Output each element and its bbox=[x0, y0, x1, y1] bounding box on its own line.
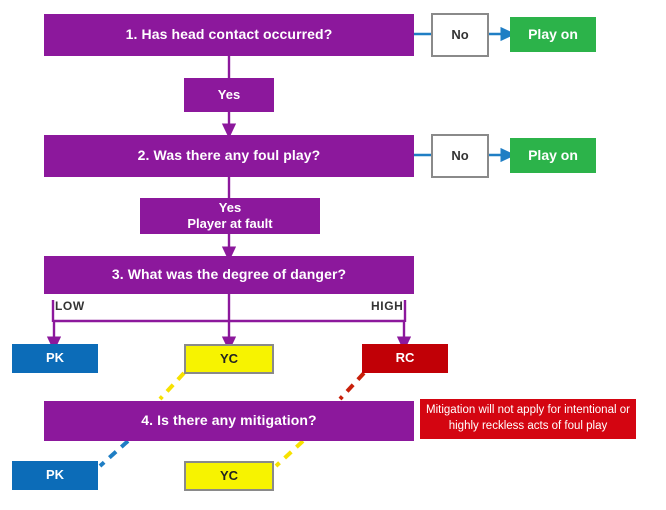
question-2-no-box[interactable]: No bbox=[431, 134, 489, 178]
branch-label-low: LOW bbox=[55, 299, 85, 313]
question-1-no-label: No bbox=[451, 26, 469, 42]
branch-label-high: HIGH bbox=[371, 299, 404, 313]
outcome-yc-label: YC bbox=[219, 350, 239, 366]
question-4-box[interactable]: 4. Is there any mitigation? bbox=[44, 401, 414, 441]
question-1-no-box[interactable]: No bbox=[431, 13, 489, 57]
question-2-label: 2. Was there any foul play? bbox=[137, 147, 321, 164]
final-pk-box[interactable]: PK bbox=[12, 461, 98, 490]
question-1-play-on-box[interactable]: Play on bbox=[510, 17, 596, 52]
question-1-box[interactable]: 1. Has head contact occurred? bbox=[44, 14, 414, 56]
question-1-yes-label: Yes bbox=[217, 86, 241, 102]
outcome-rc-box[interactable]: RC bbox=[362, 344, 448, 373]
final-pk-label: PK bbox=[45, 467, 65, 483]
mitigation-note-label: Mitigation will not apply for intentiona… bbox=[426, 404, 630, 432]
question-3-label: 3. What was the degree of danger? bbox=[111, 266, 347, 283]
outcome-pk-box[interactable]: PK bbox=[12, 344, 98, 373]
question-2-box[interactable]: 2. Was there any foul play? bbox=[44, 135, 414, 177]
question-4-label: 4. Is there any mitigation? bbox=[141, 412, 317, 429]
question-2-no-label: No bbox=[451, 147, 469, 163]
final-yc-box[interactable]: YC bbox=[184, 461, 274, 491]
question-1-label: 1. Has head contact occurred? bbox=[125, 26, 333, 43]
final-yc-label: YC bbox=[219, 467, 239, 483]
question-3-box[interactable]: 3. What was the degree of danger? bbox=[44, 256, 414, 294]
outcome-rc-label: RC bbox=[395, 350, 415, 366]
question-2-yes-label: Yes Player at fault bbox=[187, 199, 273, 231]
question-2-play-on-box[interactable]: Play on bbox=[510, 138, 596, 173]
outcome-yc-box[interactable]: YC bbox=[184, 344, 274, 374]
question-2-yes-player-at-fault-box[interactable]: Yes Player at fault bbox=[140, 198, 320, 234]
question-1-play-on-label: Play on bbox=[528, 25, 578, 42]
mitigation-note-box: Mitigation will not apply for intentiona… bbox=[420, 399, 636, 439]
outcome-pk-label: PK bbox=[45, 350, 65, 366]
question-2-play-on-label: Play on bbox=[528, 146, 578, 163]
question-1-yes-box[interactable]: Yes bbox=[184, 78, 274, 112]
